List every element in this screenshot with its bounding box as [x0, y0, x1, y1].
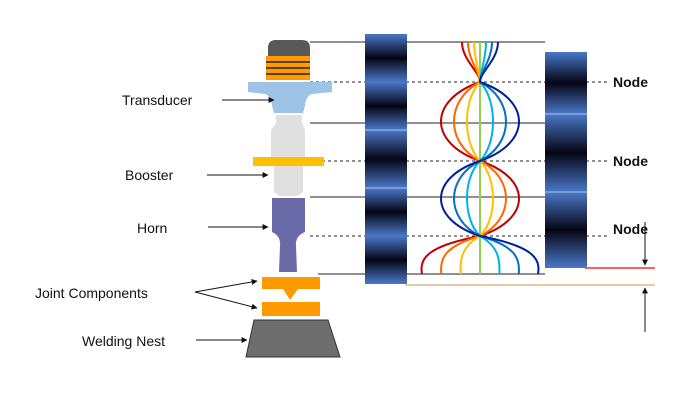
bar-segment	[365, 236, 407, 284]
joint-energy-director	[283, 289, 298, 300]
label-welding-nest: Welding Nest	[82, 333, 165, 349]
component-labels: Transducer Booster Horn Joint Components…	[35, 92, 193, 349]
bar-segment	[365, 82, 407, 130]
label-transducer: Transducer	[122, 92, 193, 108]
booster-upper	[271, 115, 305, 158]
bar-segment	[545, 192, 587, 268]
welding-stack	[245, 40, 341, 358]
bar-segment	[545, 52, 587, 114]
transducer-body	[248, 82, 332, 113]
bar-segment	[365, 130, 407, 188]
bar-segment	[365, 188, 407, 236]
stress-bar-right	[545, 52, 587, 268]
arrow-joint-lower	[194, 291, 258, 310]
welding-nest-shape	[245, 319, 341, 358]
bar-segment	[365, 34, 407, 82]
stress-bar-left	[365, 34, 407, 284]
transducer-cap	[268, 40, 310, 56]
node-label-3: Node	[613, 221, 648, 237]
booster-lower	[274, 166, 303, 196]
horn	[272, 198, 305, 272]
arrow-joint-upper	[194, 278, 258, 293]
joint-component-lower	[262, 302, 320, 316]
wave-curve	[440, 41, 540, 275]
node-label-2: Node	[613, 153, 648, 169]
label-horn: Horn	[137, 220, 167, 236]
booster-flange	[253, 157, 324, 166]
label-joint-components: Joint Components	[35, 285, 148, 301]
node-labels: Node Node Node	[613, 74, 648, 237]
joint-component-upper	[262, 277, 320, 289]
node-label-1: Node	[613, 74, 648, 90]
vibration-waves	[420, 41, 540, 275]
pointer-arrows	[194, 97, 648, 343]
label-booster: Booster	[125, 167, 174, 183]
bar-segment	[545, 114, 587, 192]
